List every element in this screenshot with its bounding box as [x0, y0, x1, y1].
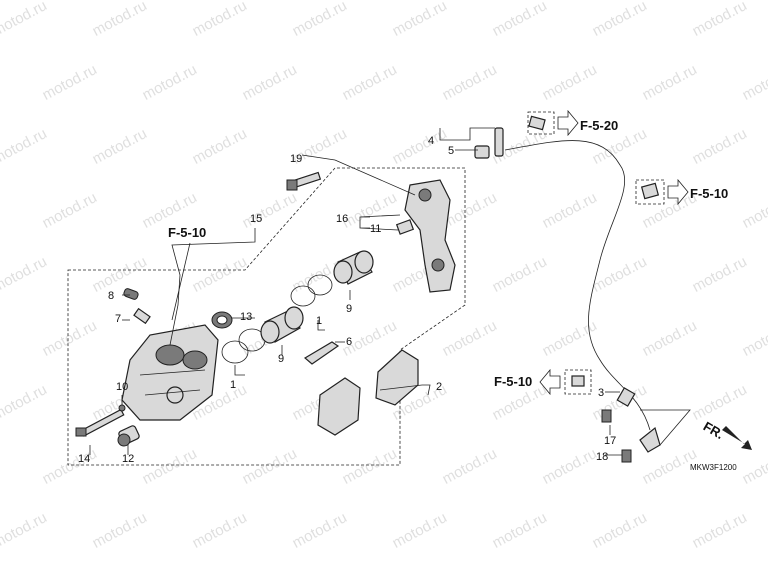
front-label: FR.	[701, 419, 727, 442]
ref-box-f510-bottom	[564, 369, 592, 395]
label-12: 12	[122, 453, 134, 465]
label-5: 5	[448, 145, 454, 157]
caliper-body	[121, 324, 219, 421]
label-1-lower: 1	[230, 379, 236, 391]
piston-upper	[333, 250, 374, 285]
assembly-boundary	[67, 167, 466, 466]
leader-lines	[89, 127, 691, 456]
label-10: 10	[116, 381, 128, 393]
ref-f510-bottom[interactable]: F-5-10	[494, 374, 532, 389]
ref-f510-top[interactable]: F-5-10	[168, 225, 206, 240]
label-17: 17	[604, 435, 616, 447]
label-9-lower: 9	[278, 353, 284, 365]
ref-box-f510-right	[635, 179, 665, 205]
arrow-left-icon	[539, 368, 561, 396]
label-2: 2	[436, 381, 442, 393]
piston-lower	[260, 306, 304, 344]
arrow-right-icon	[557, 109, 579, 137]
pad-spring	[303, 341, 340, 365]
label-14: 14	[78, 453, 90, 465]
bleeder-screw	[123, 288, 151, 325]
label-15: 15	[250, 213, 262, 225]
arrow-right-icon	[667, 178, 689, 206]
pad-pin	[75, 408, 125, 437]
label-16: 16	[336, 213, 348, 225]
label-13: 13	[240, 311, 252, 323]
label-7: 7	[115, 313, 121, 325]
sensor-harness	[474, 115, 661, 463]
label-9-upper: 9	[346, 303, 352, 315]
front-arrow-icon	[722, 426, 752, 450]
label-11: 11	[370, 223, 381, 235]
brake-pads	[317, 349, 419, 436]
dust-seal	[211, 311, 233, 329]
piston-seals-lower	[221, 328, 266, 364]
piston-seals-upper	[290, 274, 333, 307]
ref-f510-right[interactable]: F-5-10	[690, 186, 728, 201]
pin-clip	[118, 404, 126, 412]
label-8: 8	[108, 290, 114, 302]
label-6: 6	[346, 336, 352, 348]
ref-f520[interactable]: F-5-20	[580, 118, 618, 133]
pin-bolt	[117, 425, 140, 447]
label-4: 4	[428, 135, 434, 147]
ref-box-f520	[527, 111, 555, 135]
caliper-bracket	[395, 179, 456, 293]
label-3: 3	[598, 387, 604, 399]
label-19: 19	[290, 153, 302, 165]
label-1-upper: 1	[316, 315, 322, 327]
label-18: 18	[596, 451, 608, 463]
bracket-bolt	[286, 171, 322, 191]
diagram-code: MKW3F1200	[690, 463, 737, 472]
